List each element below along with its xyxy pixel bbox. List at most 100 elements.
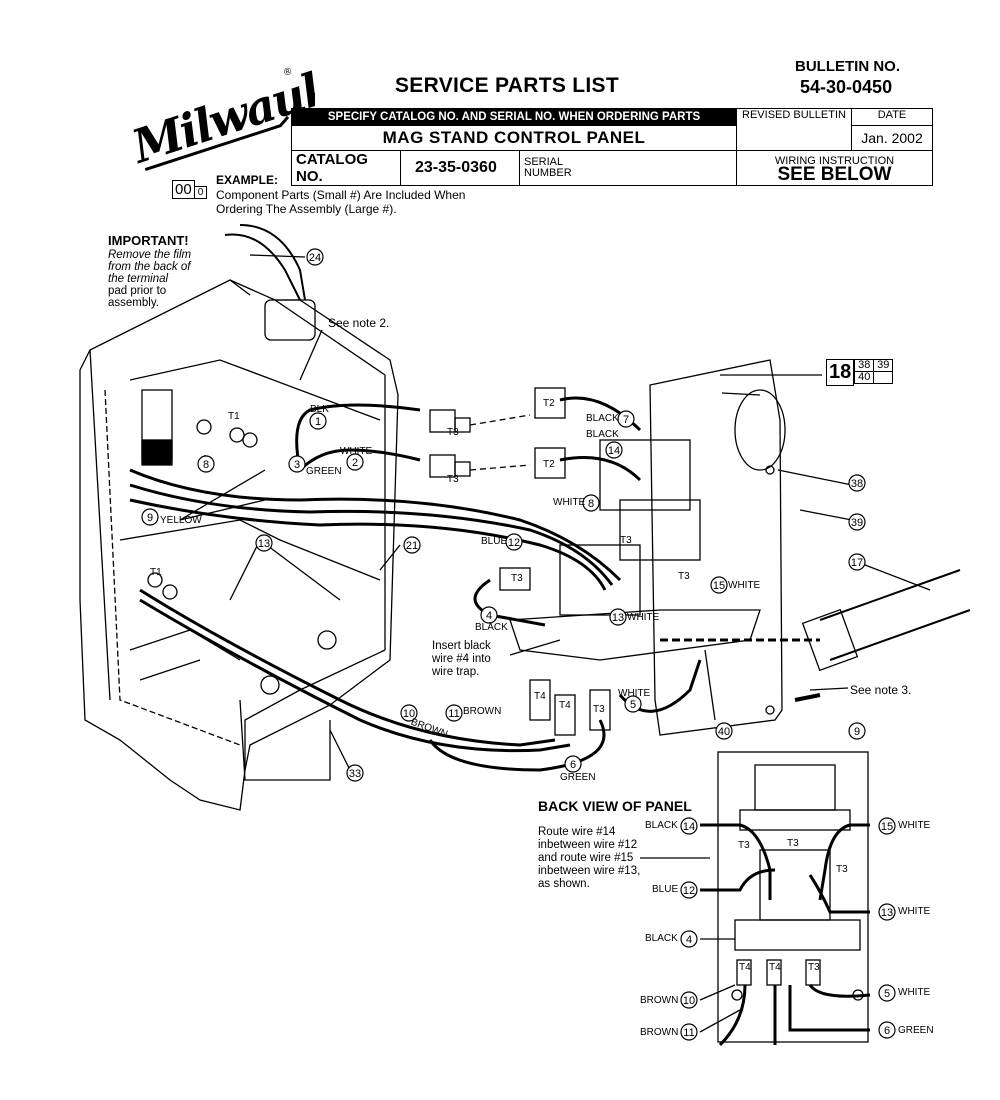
date-value: Jan. 2002 [851,125,933,151]
svg-text:39: 39 [851,517,863,529]
callout-12: 12 [505,533,523,551]
wire-label-black-14: BLACK [586,429,619,440]
callout-38: 38 [848,474,866,492]
svg-text:13: 13 [881,907,893,919]
svg-text:9: 9 [147,512,153,524]
callout-6: 6 [564,755,582,773]
svg-text:6: 6 [884,1025,890,1037]
callout-bv-13: 13 [878,903,896,921]
wire-label-white-13: WHITE [627,612,660,623]
svg-text:10: 10 [683,995,695,1007]
wiring-instruction: WIRING INSTRUCTION SEE BELOW [736,150,933,186]
svg-text:12: 12 [683,885,695,897]
svg-text:10: 10 [403,708,415,720]
svg-text:5: 5 [630,699,636,711]
bv-label-black-14: BLACK [645,820,678,831]
svg-text:11: 11 [448,708,459,720]
important-title: IMPORTANT! [108,233,189,248]
bv-label-green-6: GREEN [898,1025,934,1036]
svg-text:7: 7 [623,414,629,426]
terminal-t4-a: T4 [534,691,546,702]
svg-text:4: 4 [686,934,692,946]
callout-bv-14: 14 [680,817,698,835]
svg-text:4: 4 [486,610,492,622]
bv-terminal-t3-d: T3 [808,962,820,973]
svg-text:9: 9 [854,726,860,738]
svg-text:40: 40 [718,726,730,738]
callout-14: 14 [605,441,623,459]
control-plate [649,359,783,736]
svg-text:24: 24 [309,252,321,264]
svg-text:14: 14 [608,445,620,457]
header-table: SPECIFY CATALOG NO. AND SERIAL NO. WHEN … [291,108,933,186]
page-title: SERVICE PARTS LIST [395,74,619,97]
wire-label-white-2: WHITE [340,446,373,457]
callout-bv-5: 5 [878,984,896,1002]
svg-text:8: 8 [588,498,594,510]
terminal-t3-c: T3 [511,573,523,584]
wire-label-yellow: YELLOW [160,515,202,526]
bulletin-number: 54-30-0450 [800,77,893,97]
bv-terminal-t3-c: T3 [836,864,848,875]
callout-bv-12: 12 [680,881,698,899]
svg-text:17: 17 [851,557,863,569]
svg-text:1: 1 [315,416,321,428]
callout-9b: 9 [848,722,866,740]
callout-2: 2 [346,453,364,471]
housing-outline [79,279,399,811]
svg-text:3: 3 [294,459,300,471]
bv-terminal-t3-a: T3 [738,840,750,851]
svg-text:15: 15 [713,580,725,592]
wire-label-green-3: GREEN [306,466,342,477]
callout-11: 11 [445,704,463,722]
panel-name: MAG STAND CONTROL PANEL [291,125,737,151]
callout-40: 40 [715,722,733,740]
callout-9: 9 [141,508,159,526]
callout-3: 3 [288,455,306,473]
callout-1: 1 [309,412,327,430]
wire-label-brown-11: BROWN [463,706,502,717]
callout-15: 15 [710,576,728,594]
callout-4: 4 [480,606,498,624]
wire-label-white-15: WHITE [728,580,761,591]
terminal-t3-b: T3 [447,474,459,485]
back-view-title: BACK VIEW OF PANEL [538,798,692,814]
terminal-t3-f: T3 [593,704,605,715]
bv-label-white-13: WHITE [898,906,931,917]
back-view-panel [717,751,869,1043]
bv-terminal-t4-a: T4 [739,962,751,973]
svg-text:®: ® [283,66,294,79]
bv-label-brown-10: BROWN [640,995,679,1006]
callout-bv-15: 15 [878,817,896,835]
callout-39: 39 [848,513,866,531]
specify-banner: SPECIFY CATALOG NO. AND SERIAL NO. WHEN … [291,108,737,126]
bv-label-white-15: WHITE [898,820,931,831]
catalog-number: 23-35-0360 [400,150,520,186]
terminal-t3-d: T3 [620,535,632,546]
important-text: Remove the film from the back of the ter… [108,249,192,309]
callout-33: 33 [346,764,364,782]
routing-note: Route wire #14 inbetween wire #12 and ro… [538,826,641,890]
wire-label-white-8: WHITE [553,497,586,508]
milwaukee-logo: Milwaukee ® [125,58,315,174]
example-title: EXAMPLE: [216,173,279,187]
terminal-t2-top: T2 [543,398,555,409]
callout-21: 21 [403,536,421,554]
svg-text:13: 13 [258,538,270,550]
callout-17: 17 [848,553,866,571]
wire-label-black-4: BLACK [475,622,508,633]
svg-text:5: 5 [884,988,890,1000]
svg-text:33: 33 [349,768,361,780]
svg-text:15: 15 [881,821,893,833]
callout-bv-4: 4 [680,930,698,948]
callout-13: 13 [255,534,273,552]
svg-text:38: 38 [851,478,863,490]
wire-label-green-6: GREEN [560,772,596,783]
terminal-t4-b: T4 [559,700,571,711]
svg-text:11: 11 [683,1027,694,1039]
wire-label-white-5: WHITE [618,688,651,699]
